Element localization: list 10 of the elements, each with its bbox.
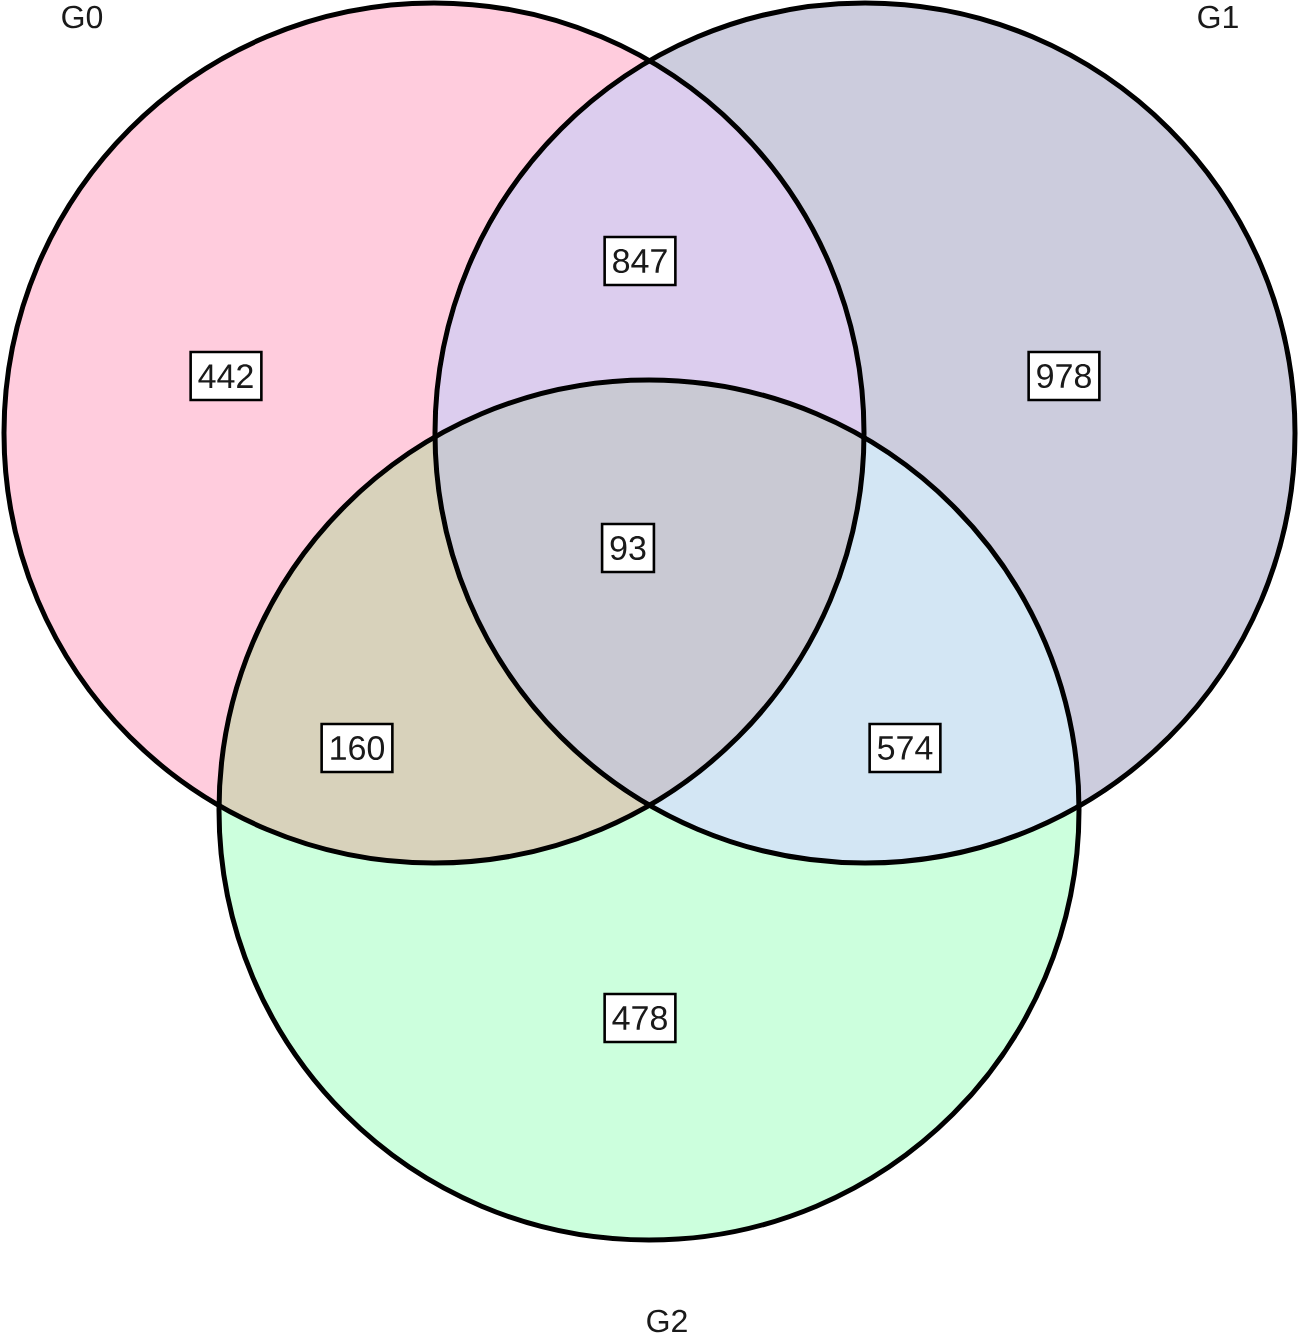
count-box: 574 <box>868 722 942 774</box>
count-box: 93 <box>600 522 656 574</box>
set-label: G0 <box>62 5 103 29</box>
count-box: 478 <box>603 992 677 1044</box>
count-box: 847 <box>603 235 677 287</box>
set-label: G2 <box>647 1309 687 1333</box>
count-box: 442 <box>189 350 263 402</box>
count-box: 978 <box>1027 350 1101 402</box>
count-box: 160 <box>320 722 394 774</box>
set-label: G1 <box>1198 5 1238 29</box>
